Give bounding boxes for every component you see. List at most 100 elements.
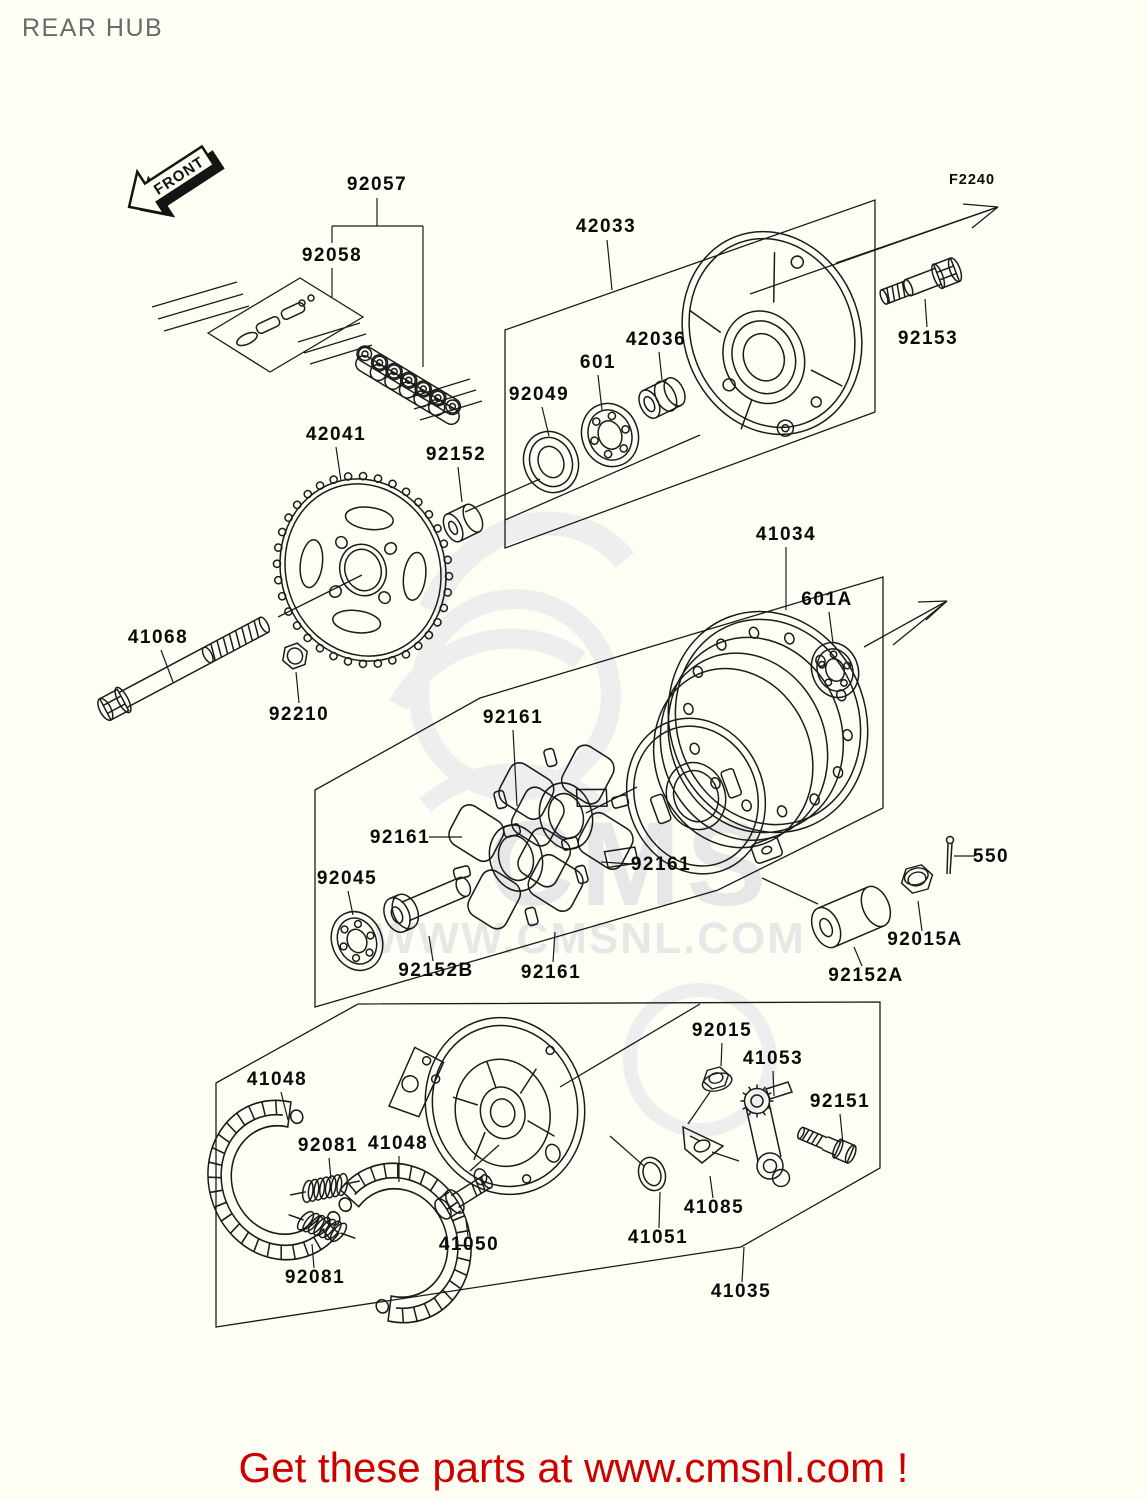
part-label-92153-6: 92153 <box>898 328 958 349</box>
part-axle-41068 <box>97 616 271 722</box>
part-label-41085-25: 41085 <box>684 1197 744 1218</box>
part-label-41034-11: 41034 <box>756 524 816 545</box>
cmsnl-banner-text: Get these parts at www.cmsnl.com ! <box>238 1444 909 1491</box>
part-springs-92081 <box>288 1172 360 1243</box>
part-label-92161-16: 92161 <box>521 962 581 983</box>
parts-artwork: FRONT <box>97 144 963 1324</box>
part-bolt-92153 <box>879 257 963 305</box>
part-bearing-601 <box>580 402 640 468</box>
part-masterlink-92058 <box>236 294 315 347</box>
leader-line <box>295 671 300 704</box>
leader-line <box>465 1219 469 1237</box>
leader-line <box>924 298 928 328</box>
part-label-601A-12: 601A <box>801 589 852 610</box>
part-label-92081-29: 92081 <box>298 1135 358 1156</box>
leader-line <box>311 1243 315 1269</box>
part-label-92045-17: 92045 <box>317 868 377 889</box>
leader-line <box>600 861 634 865</box>
group-box-masterlink <box>206 277 365 373</box>
group-box-41035 <box>215 1001 881 1328</box>
part-number-labels: 9205792058420334203660192049921534204192… <box>128 174 1009 1302</box>
part-label-41050-31: 41050 <box>439 1234 499 1255</box>
leader-line <box>597 374 603 411</box>
view-arrow-small-icon <box>863 600 948 648</box>
part-label-92210-10: 92210 <box>269 704 329 725</box>
part-label-601-4: 601 <box>580 352 616 373</box>
part-collar-92152B <box>383 876 472 933</box>
part-label-92151-24: 92151 <box>810 1091 870 1112</box>
leader-line <box>428 935 434 962</box>
leader-line <box>658 1191 661 1229</box>
leader-line <box>328 1157 332 1180</box>
part-label-41035-27: 41035 <box>711 1281 771 1302</box>
part-damper-set-92161 <box>448 744 634 930</box>
group-box-42033 <box>504 199 876 549</box>
watermark-url-text: WWW.CMSNL.COM <box>374 914 806 963</box>
part-label-92015-22: 92015 <box>692 1020 752 1041</box>
leader-line <box>658 351 663 381</box>
axis-lines <box>277 434 819 1172</box>
page-title: REAR HUB <box>22 14 164 42</box>
part-label-550-19: 550 <box>973 846 1009 867</box>
part-roller-92152 <box>442 503 484 543</box>
part-label-92049-5: 92049 <box>509 384 569 405</box>
part-brake-panel-bottom <box>388 1016 586 1196</box>
part-label-92152-8: 92152 <box>426 444 486 465</box>
part-label-92161-14: 92161 <box>370 827 430 848</box>
part-label-92015A-20: 92015A <box>887 929 963 950</box>
leader-line <box>917 900 923 932</box>
part-label-92057-0: 92057 <box>347 174 407 195</box>
part-label-92058-1: 92058 <box>302 245 362 266</box>
view-arrow-icon <box>749 203 999 295</box>
part-nut-92015A <box>900 864 934 894</box>
part-cotter-pin-550 <box>945 835 955 875</box>
part-brake-shoes-41048 <box>207 1099 472 1324</box>
leader-line <box>512 729 518 807</box>
part-label-41053-23: 41053 <box>743 1048 803 1069</box>
part-lever-41053 <box>740 1081 793 1188</box>
leader-line <box>853 946 863 967</box>
leader-line <box>280 1091 289 1121</box>
group-box-41034 <box>314 576 884 1008</box>
part-seal-41051 <box>637 1156 667 1192</box>
leader-line <box>347 890 354 916</box>
part-label-41048-28: 41048 <box>247 1069 307 1090</box>
part-seal-92049 <box>522 430 580 494</box>
leader-line <box>541 406 550 437</box>
part-nut-92210 <box>281 642 309 670</box>
leader-line <box>709 1175 714 1199</box>
part-label-41048-30: 41048 <box>368 1133 428 1154</box>
part-spacer-92152A <box>810 885 892 949</box>
part-label-92161-15: 92161 <box>631 854 691 875</box>
figure-code: F2240 <box>949 172 995 188</box>
leader-line <box>606 239 613 291</box>
part-label-42036-3: 42036 <box>626 329 686 350</box>
part-label-41051-26: 41051 <box>628 1227 688 1248</box>
part-indicator-plate-41085 <box>682 1125 725 1164</box>
part-label-92081-32: 92081 <box>285 1267 345 1288</box>
front-direction-arrow: FRONT <box>127 144 225 218</box>
part-chain-92057 <box>355 345 462 426</box>
part-nut-92015 <box>701 1066 733 1092</box>
part-sprocket-42041 <box>272 471 454 669</box>
part-label-92152B-18: 92152B <box>398 960 474 981</box>
part-label-92161-13: 92161 <box>483 707 543 728</box>
part-label-92152A-21: 92152A <box>828 965 904 986</box>
part-hub-41034 <box>575 610 869 875</box>
leader-lines <box>160 198 975 1283</box>
part-bearing-601A <box>810 641 860 699</box>
leader-line <box>720 1042 723 1067</box>
hatch-marks <box>151 281 483 421</box>
leader-line <box>772 1070 775 1097</box>
part-label-41068-9: 41068 <box>128 627 188 648</box>
leader-line <box>741 1246 745 1283</box>
leader-line <box>828 611 834 644</box>
part-label-42041-7: 42041 <box>306 424 366 445</box>
leader-line <box>457 466 463 503</box>
leader-line <box>335 446 342 482</box>
part-bearing-92045 <box>330 910 384 972</box>
part-bushing-42036 <box>638 377 686 419</box>
part-bolt-92151 <box>796 1126 857 1164</box>
